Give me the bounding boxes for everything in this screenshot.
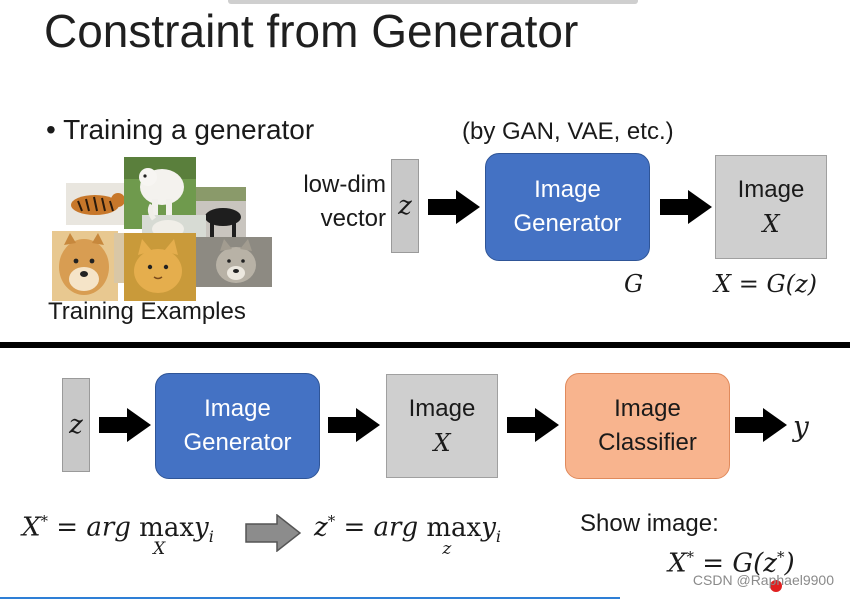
eq2-i: i [495,526,502,546]
photo-collage-svg [52,157,272,301]
bottom-image-x-box: Image X [386,374,498,478]
bottom-z-vector-box: z [62,378,90,472]
arrow-right-icon [428,190,480,224]
slide-title: Constraint from Generator [44,5,579,57]
arrow-right-icon [328,408,380,442]
generator-symbol-g: G [624,270,644,298]
implies-arrow-icon [245,514,301,552]
bottom-image-line1: Image [408,395,476,422]
top-image-generator-box: Image Generator [485,153,650,261]
top-image-line1: Image [737,176,805,203]
eq1-eq: = arg [48,512,140,543]
doge-photo [52,231,118,301]
white-dog-photo [124,157,196,229]
bullet-dot: • [46,114,64,145]
methods-note: (by GAN, VAE, etc.) [462,118,674,145]
eq3-close: ) [784,548,795,579]
pointer-dot [770,580,782,592]
eq3-eq: = G(z [694,548,777,579]
bottom-image-line2: X [433,429,451,457]
arrow-right-icon [99,408,151,442]
image-classifier-box: Image Classifier [565,373,730,479]
eq2-y: y [481,512,496,543]
eq1-max-text: max [139,512,194,543]
bottom-z-symbol: z [69,410,83,440]
arrow-right-icon [507,408,559,442]
eq1-lhs: X [22,512,41,543]
bottom-image-generator-box: Image Generator [155,373,320,479]
top-image-x-box: Image X [715,155,827,259]
top-scroll-bar [228,0,638,4]
section-divider [0,342,850,348]
wolf-photo [196,237,272,287]
eq1-sup: * [40,512,49,530]
classifier-line2: Classifier [598,429,697,456]
eq3-sup: * [686,548,695,566]
final-equation: X* = G(z*) [668,548,795,579]
classifier-output-y: y [793,410,809,443]
top-z-symbol: z [398,191,412,221]
vector-line: vector [320,205,386,232]
generator-equation: X = G(z) [714,270,817,298]
classifier-line1: Image [614,395,681,422]
eq2-max-text: max [426,512,482,543]
white-dog-2-photo [114,233,126,283]
eq2-eq: = arg [335,512,427,543]
bullet-text: Training a generator [63,114,315,145]
eq3-lhs: X [668,548,687,579]
bottom-blue-line [0,597,620,599]
eq1-y: y [194,512,209,543]
bottom-generator-line2: Generator [183,429,292,456]
bullet-training-generator: • Training a generator [46,114,314,146]
top-generator-line1: Image [534,176,601,203]
bottom-generator-line1: Image [204,395,271,422]
low-dim-vector-label: low-dim vector [282,168,386,236]
low-dim-line: low-dim [303,171,386,198]
tiger-photo [66,183,128,225]
arrow-right-icon [735,408,787,442]
eq2-max-sub: z [442,538,452,559]
eq2-lhs: z [314,512,328,543]
cat-photo [124,233,196,301]
csdn-watermark: CSDN @Raphael9900 [692,572,834,588]
top-z-vector-box: z [391,159,419,253]
show-image-label: Show image: [580,510,719,537]
top-image-line2: X [762,210,780,238]
eq3-sup2: * [776,548,785,566]
eq2-sup: * [327,512,336,530]
top-generator-line2: Generator [513,210,622,237]
training-examples-collage [50,155,275,303]
eq1-i: i [208,526,214,546]
eq1-max-sub: X [153,538,166,559]
arrow-right-icon [660,190,712,224]
training-examples-caption: Training Examples [48,298,246,325]
